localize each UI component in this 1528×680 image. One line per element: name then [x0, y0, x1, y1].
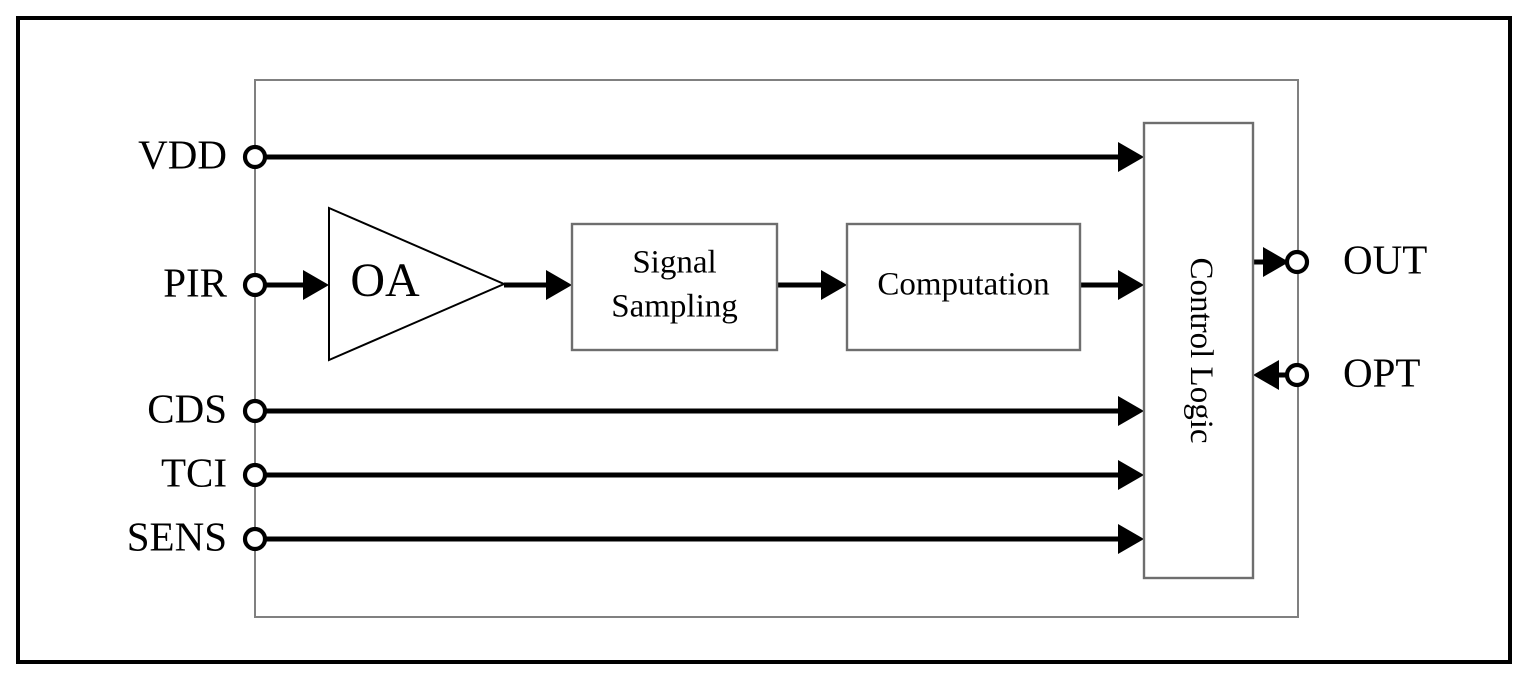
wires-layer — [255, 142, 1297, 554]
pin-circle-cds[interactable] — [242, 398, 268, 424]
block-oa[interactable] — [328, 206, 507, 362]
pin-label-vdd: VDD — [138, 131, 227, 177]
block-label-control-logic: Control Logic — [1183, 257, 1219, 443]
arrowhead-oa-to-sampling — [546, 270, 572, 300]
block-label-oa: OA — [350, 254, 420, 307]
blocks-layer — [328, 121, 1255, 580]
pin-label-out: OUT — [1343, 236, 1427, 282]
arrowhead-sens — [1118, 524, 1144, 554]
block-label-signal-sampling-line-1: Signal — [632, 245, 716, 281]
pin-circle-opt[interactable] — [1284, 362, 1310, 388]
arrowhead-out — [1263, 247, 1289, 277]
pin-label-pir: PIR — [163, 259, 227, 305]
pin-label-sens: SENS — [127, 513, 227, 559]
pin-circle-vdd[interactable] — [242, 144, 268, 170]
pin-circle-out[interactable] — [1284, 249, 1310, 275]
arrowhead-tci — [1118, 460, 1144, 490]
arrowhead-pir — [303, 270, 329, 300]
arrowhead-opt — [1253, 360, 1279, 390]
arrowhead-computation-to-control — [1118, 270, 1144, 300]
block-control-logic[interactable] — [1142, 121, 1255, 580]
pin-label-cds: CDS — [147, 385, 227, 431]
arrowhead-sampling-to-computation — [821, 270, 847, 300]
pins-layer — [242, 144, 1310, 552]
pin-circle-sens[interactable] — [242, 526, 268, 552]
block-label-computation: Computation — [877, 267, 1049, 303]
block-signal-sampling[interactable] — [570, 222, 779, 352]
arrowhead-vdd — [1118, 142, 1144, 172]
block-computation[interactable] — [845, 222, 1082, 352]
pin-circle-tci[interactable] — [242, 462, 268, 488]
block-label-signal-sampling-line-2: Sampling — [611, 289, 738, 325]
arrowhead-cds — [1118, 396, 1144, 426]
pin-label-tci: TCI — [161, 449, 227, 495]
pin-label-opt: OPT — [1343, 349, 1420, 395]
chip-boundary-frame — [254, 79, 1299, 618]
pin-circle-pir[interactable] — [242, 272, 268, 298]
